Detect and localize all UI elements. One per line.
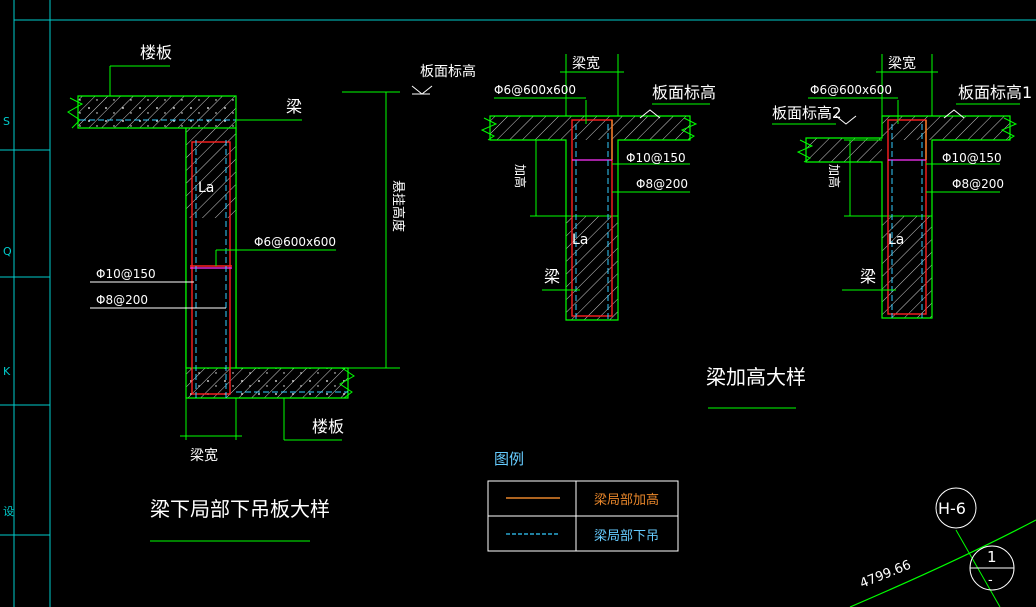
middle-beam-label: 梁 (544, 267, 560, 286)
grid-bubble-1-sub: - (988, 573, 993, 588)
right-concrete-section (796, 115, 1018, 319)
right-beam-width-label: 梁宽 (888, 55, 916, 72)
right-stirrup-label: Φ6@600x600 (810, 83, 892, 97)
left-rebar2-label: Φ8@200 (96, 293, 148, 307)
left-slab-bottom-label: 楼板 (312, 417, 344, 436)
middle-panel-elev-label: 板面标高 (652, 83, 716, 102)
left-slab-top-label: 楼板 (140, 43, 172, 62)
left-beam-label: 梁 (286, 97, 302, 116)
svg-text:Q: Q (3, 245, 12, 258)
legend-title: 图例 (494, 450, 524, 468)
middle-beam-width-label: 梁宽 (572, 55, 600, 72)
middle-rebar2-label: Φ8@200 (636, 177, 688, 191)
middle-height-label: 加高 (513, 164, 528, 188)
right-rebar (887, 119, 927, 318)
title-block-marks: S Q K 设 (3, 115, 14, 518)
right-height-label: 加高 (827, 164, 842, 188)
right-la-label: La (888, 232, 904, 248)
middle-rebar (571, 119, 613, 320)
legend-row-heighten-label: 梁局部加高 (594, 492, 659, 508)
left-la-label: La (198, 180, 214, 196)
left-panel-elev-label: 板面标高 (420, 63, 476, 80)
right-leaders (772, 54, 1020, 291)
left-detail-title: 梁下局部下吊板大样 (150, 497, 330, 521)
left-rebar (80, 119, 348, 398)
svg-text:S: S (3, 115, 10, 128)
middle-concrete-section (480, 115, 698, 321)
right-rebar2-label: Φ8@200 (952, 177, 1004, 191)
left-drop-height-label: 悬挂高度 (390, 180, 406, 232)
middle-la-label: La (572, 232, 588, 248)
left-rebar1-label: Φ10@150 (96, 267, 156, 281)
middle-rebar1-label: Φ10@150 (626, 151, 686, 165)
legend-row-drop-label: 梁局部下吊 (594, 529, 659, 544)
right-panel-elev2-label: 板面标高2 (772, 104, 842, 122)
left-concrete-section (67, 95, 355, 399)
grid-bubble-1-label: 1 (987, 548, 997, 566)
grid-bubble-h6-label: H-6 (938, 499, 966, 518)
beam-heighten-title: 梁加高大样 (706, 365, 806, 389)
svg-text:设: 设 (3, 505, 14, 518)
middle-stirrup-label: Φ6@600x600 (494, 83, 576, 97)
svg-text:K: K (3, 365, 11, 378)
left-detail: 楼板 梁 La Φ6@600x600 Φ10@150 Φ8@200 楼板 梁宽 … (67, 43, 476, 542)
left-beam-width-label: 梁宽 (190, 447, 218, 464)
right-beam-label: 梁 (860, 267, 876, 286)
grid-axis: H-6 1 - 4799.66 (849, 487, 1036, 607)
left-leaders (90, 65, 433, 542)
middle-leaders (494, 54, 710, 291)
right-detail: 梁宽 Φ6@600x600 板面标高1 板面标高2 Φ10@150 Φ8@200… (772, 54, 1032, 319)
middle-detail: 梁宽 Φ6@600x600 板面标高 Φ10@150 Φ8@200 La 梁 梁… (480, 54, 806, 409)
right-panel-elev1-label: 板面标高1 (958, 83, 1032, 102)
grid-bubble-h6 (935, 487, 977, 529)
legend: 图例 梁局部加高 梁局部下吊 (487, 450, 679, 552)
coordinate-text: 4799.66 (858, 558, 913, 592)
right-rebar1-label: Φ10@150 (942, 151, 1002, 165)
left-stirrup-label: Φ6@600x600 (254, 235, 336, 249)
